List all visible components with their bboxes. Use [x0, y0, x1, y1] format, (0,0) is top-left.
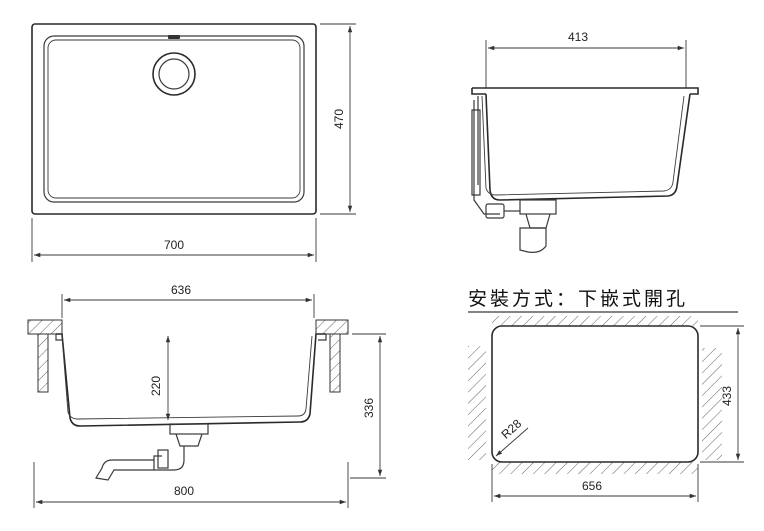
overflow-channel: [473, 96, 500, 215]
cutout-outline: [491, 325, 699, 463]
front-inner-width-label: 636: [171, 283, 191, 297]
hatch-top: [492, 316, 698, 326]
cutout-radius-label: R28: [498, 416, 524, 441]
hatch-right: [702, 348, 722, 460]
drain-hole-outer: [152, 52, 196, 96]
hatch-left: [468, 346, 486, 460]
drain-body: [519, 199, 557, 215]
side-bowl-inner: [481, 95, 685, 196]
cutout-view: 安裝方式：下嵌式開孔 R28 656 433: [468, 288, 744, 502]
overflow-connector: [485, 203, 505, 219]
drain-hole-inner: [158, 58, 190, 90]
front-bowl-outer: [56, 333, 326, 427]
front-outer-width-label: 800: [174, 484, 194, 498]
drain-tail: [525, 213, 551, 229]
countertop-right: [315, 319, 349, 335]
cutout-width-label: 656: [582, 479, 602, 493]
front-drain-tail: [175, 433, 203, 447]
front-rim-flange: [55, 334, 327, 341]
drain-elbow: [519, 227, 547, 253]
sink-bowl-edge: [43, 35, 305, 203]
radius-leader: [495, 427, 529, 457]
front-bowl-inner: [61, 335, 313, 420]
cutout-depth-label: 433: [720, 386, 734, 406]
trap-nut: [157, 449, 169, 469]
front-drain-body: [169, 423, 209, 435]
cabinet-right: [329, 333, 341, 393]
waste-pipe: [95, 459, 154, 481]
top-depth-label: 470: [332, 109, 346, 129]
hatch-bottom: [492, 462, 698, 474]
front-trap: [153, 446, 185, 471]
sink-bowl-inner: [47, 39, 301, 199]
side-width-label: 413: [568, 30, 588, 44]
countertop-left: [27, 319, 63, 335]
front-height-label: 336: [362, 398, 376, 418]
side-view: 413: [471, 30, 699, 253]
sink-outer-rim: [31, 23, 317, 215]
top-view: 700 470: [31, 23, 356, 262]
cutout-title: 安裝方式：下嵌式開孔: [468, 288, 688, 310]
front-inner-depth-label: 220: [149, 376, 163, 396]
top-width-label: 700: [164, 238, 184, 252]
overflow-slot: [168, 35, 180, 39]
cabinet-left: [37, 333, 49, 393]
side-bowl-outer: [485, 93, 691, 201]
overflow-pipe: [471, 109, 481, 196]
front-view: 636 220 336 800: [27, 283, 386, 508]
side-rim: [471, 87, 699, 95]
